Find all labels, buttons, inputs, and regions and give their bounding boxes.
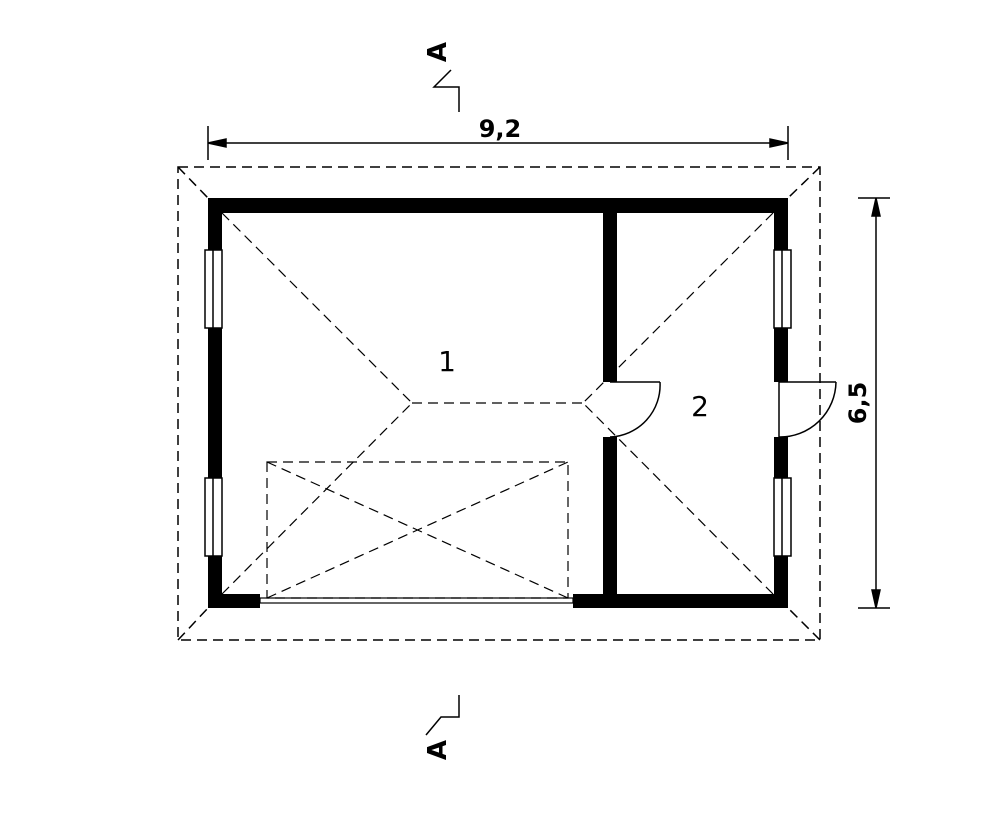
windows — [204, 249, 792, 557]
section-mark-top-label: A — [423, 42, 453, 62]
car-outline — [266, 461, 569, 599]
exterior-door — [778, 381, 837, 438]
section-mark-bottom-label: A — [423, 740, 453, 760]
roof-hip-lines — [221, 212, 774, 595]
section-mark-top — [432, 69, 460, 112]
interior-door — [609, 381, 661, 438]
depth-dimension — [858, 197, 890, 609]
depth-dimension-label: 6,5 — [844, 382, 872, 425]
room-1-label: 1 — [438, 345, 456, 378]
width-dimension — [207, 126, 789, 160]
roof-outline — [177, 166, 821, 641]
room-2-label: 2 — [691, 390, 709, 423]
section-mark-bottom — [425, 695, 460, 736]
garage-door — [259, 597, 574, 604]
width-dimension-label: 9,2 — [479, 115, 522, 143]
walls — [208, 198, 788, 608]
